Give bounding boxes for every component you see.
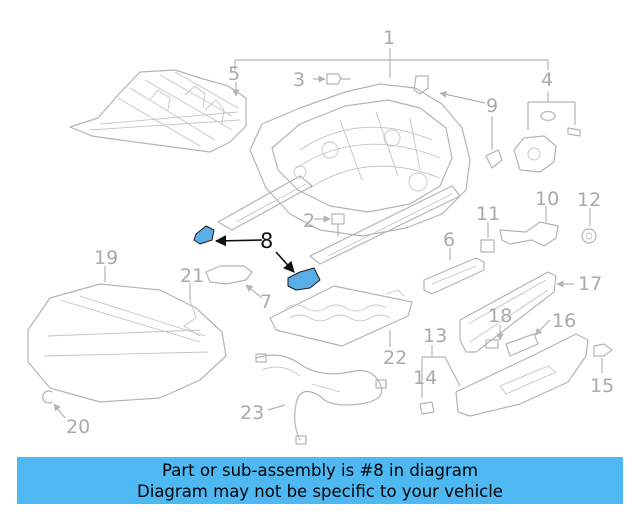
callout-1: 1 [383, 27, 395, 49]
callout-7: 7 [260, 291, 272, 313]
callout-18: 18 [488, 305, 512, 327]
part-19-seat-cushion [27, 283, 227, 403]
callout-23: 23 [240, 402, 264, 424]
part-2-bolt [331, 213, 345, 237]
part-20-clip [42, 390, 53, 404]
part-1-seat-frame-assembly [217, 83, 471, 265]
part-8-right-piece [287, 267, 321, 291]
callout-6: 6 [443, 229, 455, 251]
callout-22: 22 [383, 347, 407, 369]
part-14-clip [419, 401, 435, 415]
part-17-trim-panel [459, 271, 557, 353]
callout-8: 8 [260, 229, 273, 253]
callout-3: 3 [293, 69, 305, 91]
callout-14: 14 [413, 367, 437, 389]
part-11-connector [480, 239, 495, 253]
part-13-side-shield [455, 333, 589, 417]
part-18-screw [485, 339, 499, 349]
part-10-bracket [499, 221, 559, 247]
callout-10: 10 [535, 188, 559, 210]
banner-line-2: Diagram may not be specific to your vehi… [137, 481, 503, 501]
callout-4: 4 [541, 69, 553, 91]
callout-15: 15 [590, 375, 614, 397]
part-5-cushion-frame-grid [69, 69, 247, 153]
info-banner: Part or sub-assembly is #8 in diagram Di… [17, 457, 623, 504]
part-12-knob [581, 228, 597, 244]
callout-2: 2 [303, 210, 315, 232]
callout-19: 19 [94, 247, 118, 269]
callout-11: 11 [476, 203, 500, 225]
callout-labels: 1 5 3 4 9 10 12 11 2 8 6 19 21 17 7 18 1… [66, 27, 614, 438]
banner-line-1: Part or sub-assembly is #8 in diagram [162, 460, 478, 480]
part-16-switch [505, 333, 539, 357]
callout-21: 21 [180, 265, 204, 287]
part-9-clip [413, 75, 503, 169]
callout-9: 9 [486, 95, 498, 117]
callout-20: 20 [66, 416, 90, 438]
callout-13: 13 [423, 325, 447, 347]
callout-5: 5 [228, 63, 240, 85]
callout-12: 12 [577, 189, 601, 211]
part-6-switch [423, 257, 485, 295]
part-15-screw [593, 343, 613, 357]
part-8-left-piece [193, 225, 215, 245]
part-7-cover [205, 265, 253, 285]
callout-16: 16 [552, 310, 576, 332]
part-3-bolt [326, 73, 351, 85]
part-23-wiring-harness [255, 353, 387, 445]
leader-lines [53, 48, 603, 419]
part-8-highlighted-bracket[interactable] [193, 225, 321, 291]
part-22-heater-mat [269, 285, 413, 347]
callout-17: 17 [578, 273, 602, 295]
part-4-motor-kit [513, 110, 581, 173]
